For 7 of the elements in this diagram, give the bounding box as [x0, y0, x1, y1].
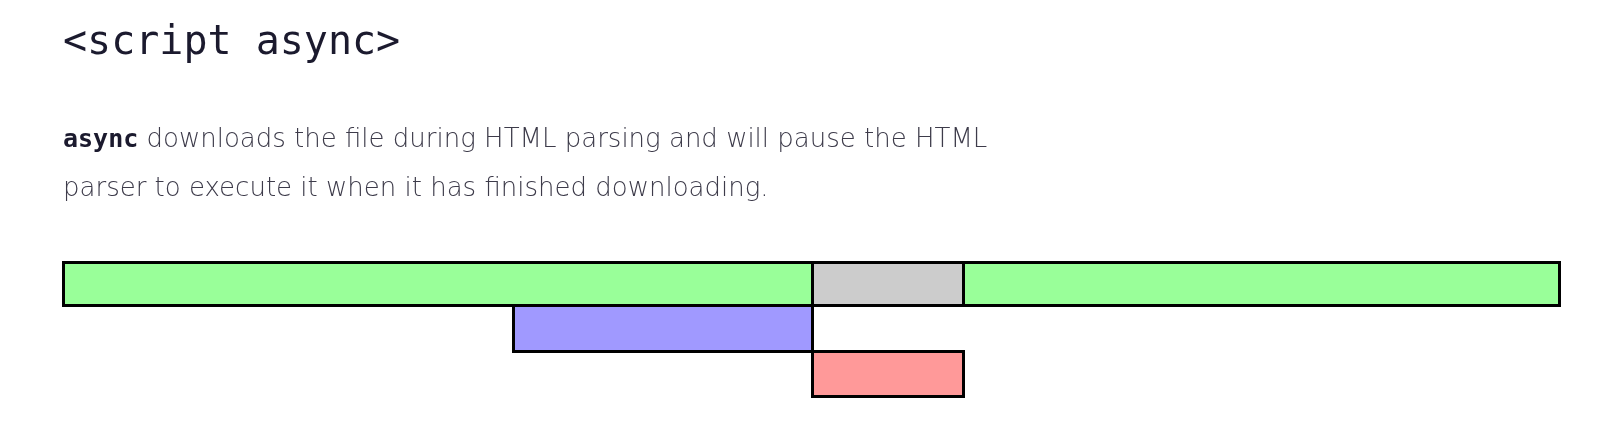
- timeline-bar: [962, 261, 1561, 307]
- paragraph: async downloads the file during HTML parsing and will pause the HTML parser to execute it when it has finished downloading.: [63, 122, 989, 204]
- timeline-bar: [512, 304, 814, 353]
- timeline-bar: [811, 350, 965, 398]
- timeline-bar: [811, 261, 965, 307]
- timeline-bar: [62, 261, 814, 307]
- heading: <script async>: [63, 16, 401, 65]
